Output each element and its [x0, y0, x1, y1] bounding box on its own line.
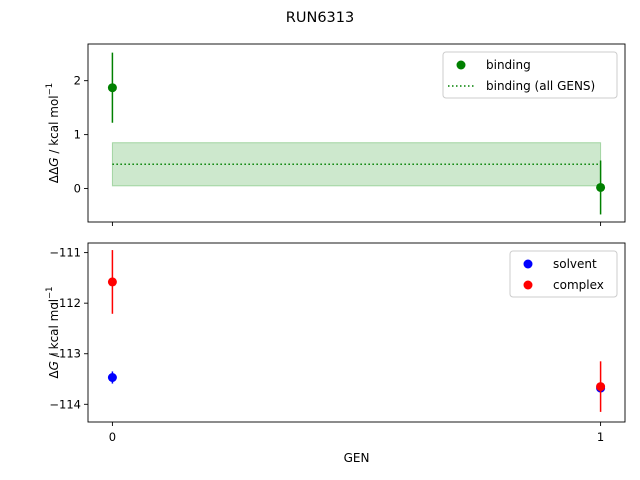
legend-frame — [442, 51, 618, 99]
y-tick-label: 1 — [74, 128, 81, 142]
y-tick-label: 0 — [74, 182, 81, 196]
y-axis-label: ΔΔG / kcal mol−1 — [45, 83, 61, 183]
axes-frame — [87, 242, 626, 423]
legend: binding binding (all GENS) — [442, 51, 618, 99]
y-axis-label: ΔG / kcal mol−1 — [45, 286, 61, 378]
legend-marker — [456, 60, 466, 70]
data-point — [596, 182, 606, 192]
x-tick-label: 1 — [597, 430, 604, 444]
legend-frame — [509, 250, 618, 298]
data-point — [107, 277, 117, 287]
legend-label: binding (all GENS) — [486, 79, 595, 93]
y-tick-label: −114 — [49, 397, 81, 411]
solvent-complex-panel: −111 −112 −113 −114 0 1 ΔG / kcal mol−1 solvent… — [45, 242, 626, 444]
figure-title: RUN6313 — [286, 10, 354, 26]
y-tick-label: −113 — [49, 347, 81, 361]
legend-label: complex — [553, 278, 604, 292]
y-tick-label: 2 — [74, 74, 81, 88]
y-tick-label: −112 — [49, 296, 81, 310]
axes-frame — [87, 43, 626, 223]
data-point — [107, 373, 117, 383]
legend-marker — [523, 259, 533, 269]
data-point — [596, 382, 606, 392]
x-axis-label: GEN — [344, 451, 370, 465]
legend: solvent complex — [509, 250, 618, 298]
data-point — [107, 83, 117, 93]
legend-label: solvent — [553, 257, 597, 271]
legend-label: binding — [486, 58, 531, 72]
legend-marker — [523, 280, 533, 290]
y-tick-label: −111 — [49, 246, 81, 260]
x-tick-label: 0 — [109, 430, 116, 444]
